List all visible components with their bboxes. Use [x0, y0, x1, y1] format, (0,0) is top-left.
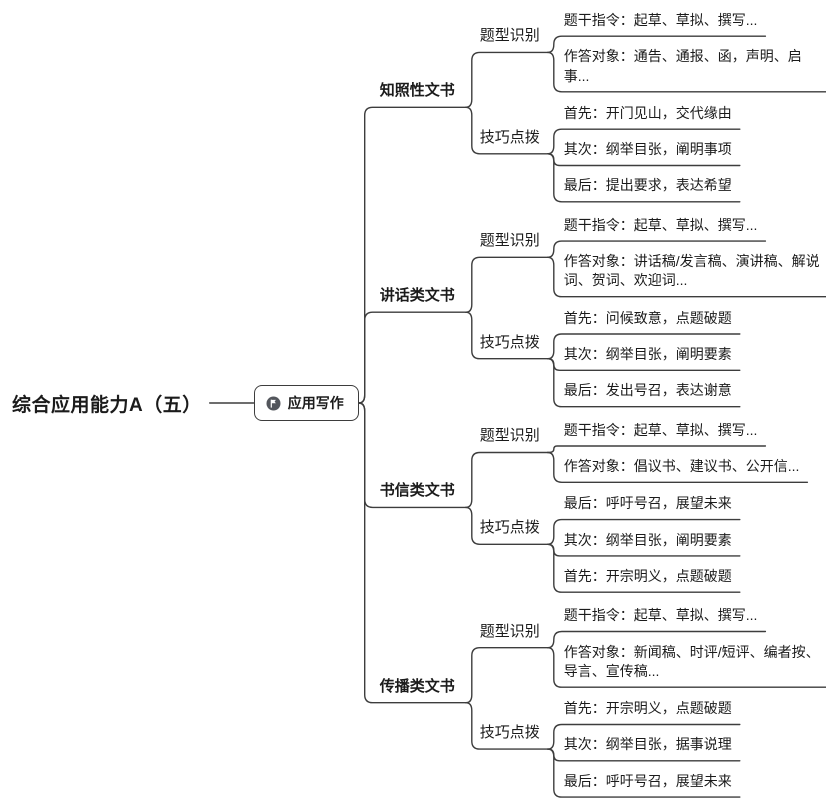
group-node: 题型识别 题干指令：起草、草拟、撰写... 作答对象：新闻稿、时评/短评、编者按…: [476, 604, 826, 687]
leaf-node: 最后：发出号召，表达谢意: [562, 379, 740, 406]
hub-node: 应用写作 知照性文书 题型识别 题干指令：起草、草拟、撰写... 作答对象：通告…: [253, 9, 826, 797]
leaf-node: 首先：开门见山，交代缘由: [562, 102, 740, 129]
leaf-node: 作答对象：讲话稿/发言稿、演讲稿、解说词、贺词、欢迎词...: [562, 250, 826, 297]
leaf-topic[interactable]: 首先：开宗明义，点题破题: [563, 700, 732, 717]
group-node: 题型识别 题干指令：起草、草拟、撰写... 作答对象：倡议书、建议书、公开信..…: [476, 419, 808, 483]
group-node: 题型识别 题干指令：起草、草拟、撰写... 作答对象：讲话稿/发言稿、演讲稿、解…: [476, 214, 826, 297]
leaf-node: 其次：纲举目张，阐明事项: [562, 138, 740, 165]
leaf-topic[interactable]: 首先：问候致意，点题破题: [563, 309, 732, 326]
group-topic[interactable]: 题型识别: [479, 427, 540, 445]
leaf-node: 最后：呼吁号召，展望未来: [562, 770, 740, 797]
leaf-node: 题干指令：起草、草拟、撰写...: [562, 419, 808, 446]
leaf-topic[interactable]: 最后：提出要求，表达希望: [563, 177, 732, 194]
branch-topic[interactable]: 书信类文书: [379, 482, 455, 500]
leaf-node: 题干指令：起草、草拟、撰写...: [562, 9, 826, 36]
group-node: 技巧点拨 首先：问候致意，点题破题 其次：纲举目张，阐明要素 最后：发出号召，表…: [476, 307, 826, 407]
branch-node: 书信类文书 题型识别 题干指令：起草、草拟、撰写... 作答对象：倡议书、建议书…: [367, 419, 826, 593]
leaf-topic[interactable]: 首先：开门见山，交代缘由: [563, 104, 732, 121]
leaf-topic[interactable]: 作答对象：新闻稿、时评/短评、编者按、导言、宣传稿...: [563, 643, 820, 679]
leaf-topic[interactable]: 最后：呼吁号召，展望未来: [563, 495, 732, 512]
group-topic[interactable]: 技巧点拨: [479, 333, 540, 351]
leaf-node: 首先：开宗明义，点题破题: [562, 565, 740, 592]
leaf-node: 其次：纲举目张，据事说理: [562, 733, 740, 760]
leaf-topic[interactable]: 其次：纲举目张，阐明要素: [563, 531, 732, 548]
leaf-node: 作答对象：倡议书、建议书、公开信...: [562, 455, 808, 482]
branch-node: 知照性文书 题型识别 题干指令：起草、草拟、撰写... 作答对象：通告、通报、函…: [367, 9, 826, 202]
branch-node: 传播类文书 题型识别 题干指令：起草、草拟、撰写... 作答对象：新闻稿、时评/…: [367, 604, 826, 797]
leaf-node: 题干指令：起草、草拟、撰写...: [562, 604, 826, 631]
leaf-topic[interactable]: 首先：开宗明义，点题破题: [563, 567, 732, 584]
group-node: 技巧点拨 最后：呼吁号召，展望未来 其次：纲举目张，阐明要素 首先：开宗明义，点…: [476, 492, 808, 592]
leaf-node: 最后：提出要求，表达希望: [562, 174, 740, 201]
leaf-node: 首先：问候致意，点题破题: [562, 307, 740, 334]
leaf-topic[interactable]: 最后：发出号召，表达谢意: [563, 382, 732, 399]
branch-topic[interactable]: 讲话类文书: [379, 287, 455, 305]
flag-circle-icon: [266, 396, 281, 411]
root-topic[interactable]: 综合应用能力A（五）: [12, 394, 202, 416]
leaf-topic[interactable]: 其次：纲举目张，据事说理: [563, 736, 732, 753]
leaf-node: 其次：纲举目张，阐明要素: [562, 343, 740, 370]
leaf-topic[interactable]: 题干指令：起草、草拟、撰写...: [563, 607, 758, 624]
leaf-node: 作答对象：新闻稿、时评/短评、编者按、导言、宣传稿...: [562, 641, 826, 688]
hub-topic[interactable]: 应用写作: [253, 385, 359, 421]
leaf-node: 首先：开宗明义，点题破题: [562, 697, 740, 724]
group-node: 题型识别 题干指令：起草、草拟、撰写... 作答对象：通告、通报、函，声明、启事…: [476, 9, 826, 92]
branch-topic[interactable]: 知照性文书: [379, 82, 455, 100]
root-node: 综合应用能力A（五） 应用写作 知照性文书: [12, 9, 826, 797]
hub-topic-label: 应用写作: [287, 395, 344, 411]
group-topic[interactable]: 题型识别: [479, 27, 540, 45]
leaf-node: 作答对象：通告、通报、函，声明、启事...: [562, 45, 826, 92]
branch-node: 讲话类文书 题型识别 题干指令：起草、草拟、撰写... 作答对象：讲话稿/发言稿…: [367, 214, 826, 407]
leaf-node: 题干指令：起草、草拟、撰写...: [562, 214, 826, 241]
leaf-topic[interactable]: 题干指令：起草、草拟、撰写...: [563, 11, 758, 28]
group-topic[interactable]: 技巧点拨: [479, 128, 540, 146]
branch-topic[interactable]: 传播类文书: [379, 677, 455, 695]
group-topic[interactable]: 题型识别: [479, 622, 540, 640]
group-node: 技巧点拨 首先：开门见山，交代缘由 其次：纲举目张，阐明事项 最后：提出要求，表…: [476, 102, 826, 202]
leaf-node: 其次：纲举目张，阐明要素: [562, 529, 740, 556]
leaf-topic[interactable]: 题干指令：起草、草拟、撰写...: [563, 421, 758, 438]
group-topic[interactable]: 技巧点拨: [479, 724, 540, 742]
leaf-node: 最后：呼吁号召，展望未来: [562, 492, 740, 519]
group-topic[interactable]: 题型识别: [479, 232, 540, 250]
leaf-topic[interactable]: 题干指令：起草、草拟、撰写...: [563, 216, 758, 233]
leaf-topic[interactable]: 作答对象：讲话稿/发言稿、演讲稿、解说词、贺词、欢迎词...: [563, 253, 820, 289]
leaf-topic[interactable]: 其次：纲举目张，阐明要素: [563, 346, 732, 363]
leaf-topic[interactable]: 作答对象：倡议书、建议书、公开信...: [563, 457, 800, 474]
leaf-topic[interactable]: 作答对象：通告、通报、函，声明、启事...: [563, 48, 802, 84]
leaf-topic[interactable]: 其次：纲举目张，阐明事项: [563, 141, 732, 158]
group-node: 技巧点拨 首先：开宗明义，点题破题 其次：纲举目张，据事说理 最后：呼吁号召，展…: [476, 697, 826, 797]
group-topic[interactable]: 技巧点拨: [479, 519, 540, 537]
leaf-topic[interactable]: 最后：呼吁号召，展望未来: [563, 772, 732, 789]
